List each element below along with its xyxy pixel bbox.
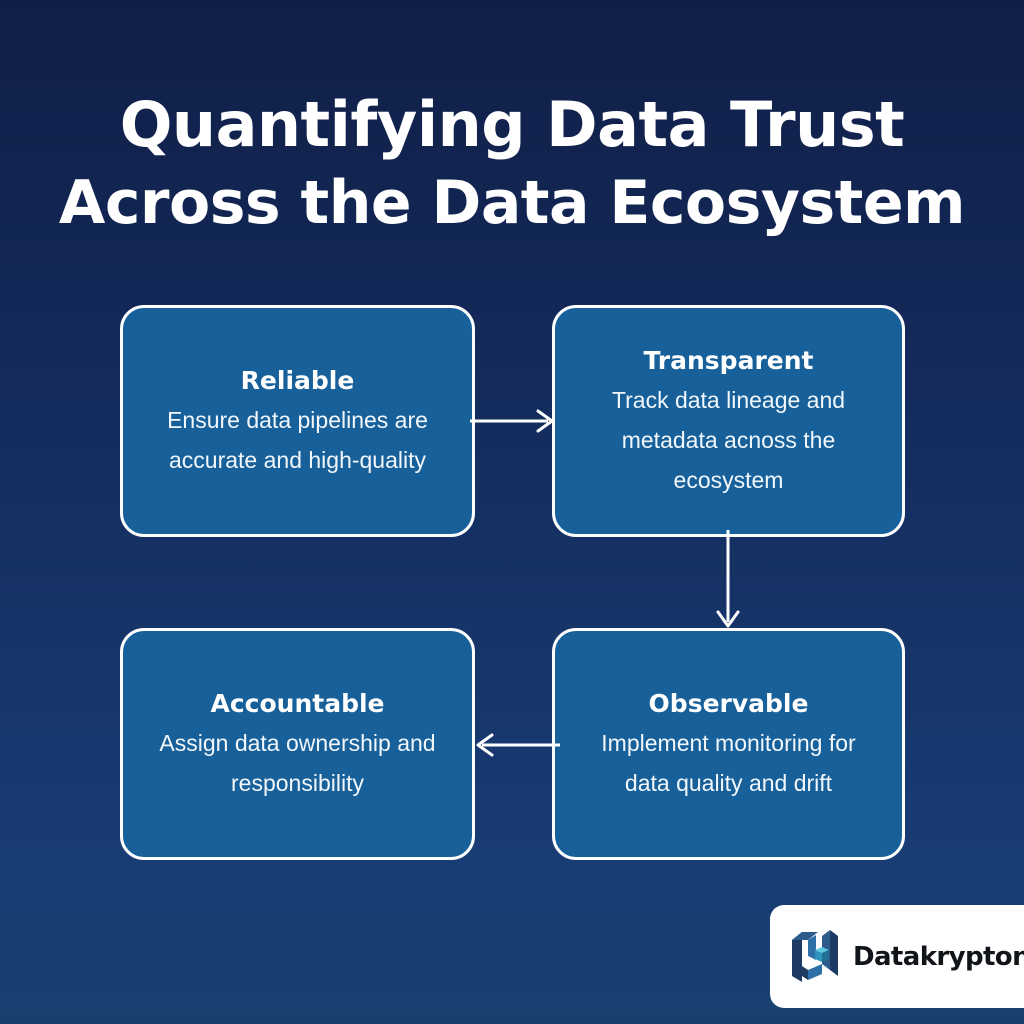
arrow-left-icon xyxy=(476,733,560,757)
logo-wordmark: Datakrypton.ai xyxy=(853,944,1024,970)
page-title: Quantifying Data Trust Across the Data E… xyxy=(0,86,1024,242)
arrow-down-icon xyxy=(716,530,740,628)
card-transparent-title: Transparent xyxy=(643,346,814,375)
logo-name: Datakrypton xyxy=(853,941,1024,972)
card-accountable[interactable]: Accountable Assign data ownership and re… xyxy=(120,628,475,860)
logo-badge[interactable]: Datakrypton.ai xyxy=(770,905,1024,1008)
card-reliable-title: Reliable xyxy=(240,366,355,395)
card-observable[interactable]: Observable Implement monitoring for data… xyxy=(552,628,905,860)
card-observable-description: Implement monitoring for data quality an… xyxy=(601,730,856,796)
card-accountable-title: Accountable xyxy=(210,689,385,718)
card-observable-title: Observable xyxy=(648,689,809,718)
card-reliable-description: Ensure data pipelines are accurate and h… xyxy=(167,407,428,473)
page-title-line-2: Across the Data Ecosystem xyxy=(58,168,966,238)
page-title-line-1: Quantifying Data Trust xyxy=(119,88,905,161)
datakrypton-logo-icon xyxy=(792,929,838,982)
card-transparent[interactable]: Transparent Track data lineage and metad… xyxy=(552,305,905,537)
card-transparent-description: Track data lineage and metadata acnoss t… xyxy=(611,387,846,493)
card-accountable-description: Assign data ownership and responsibility xyxy=(159,730,436,796)
arrow-right-icon xyxy=(470,409,554,433)
card-reliable[interactable]: Reliable Ensure data pipelines are accur… xyxy=(120,305,475,537)
